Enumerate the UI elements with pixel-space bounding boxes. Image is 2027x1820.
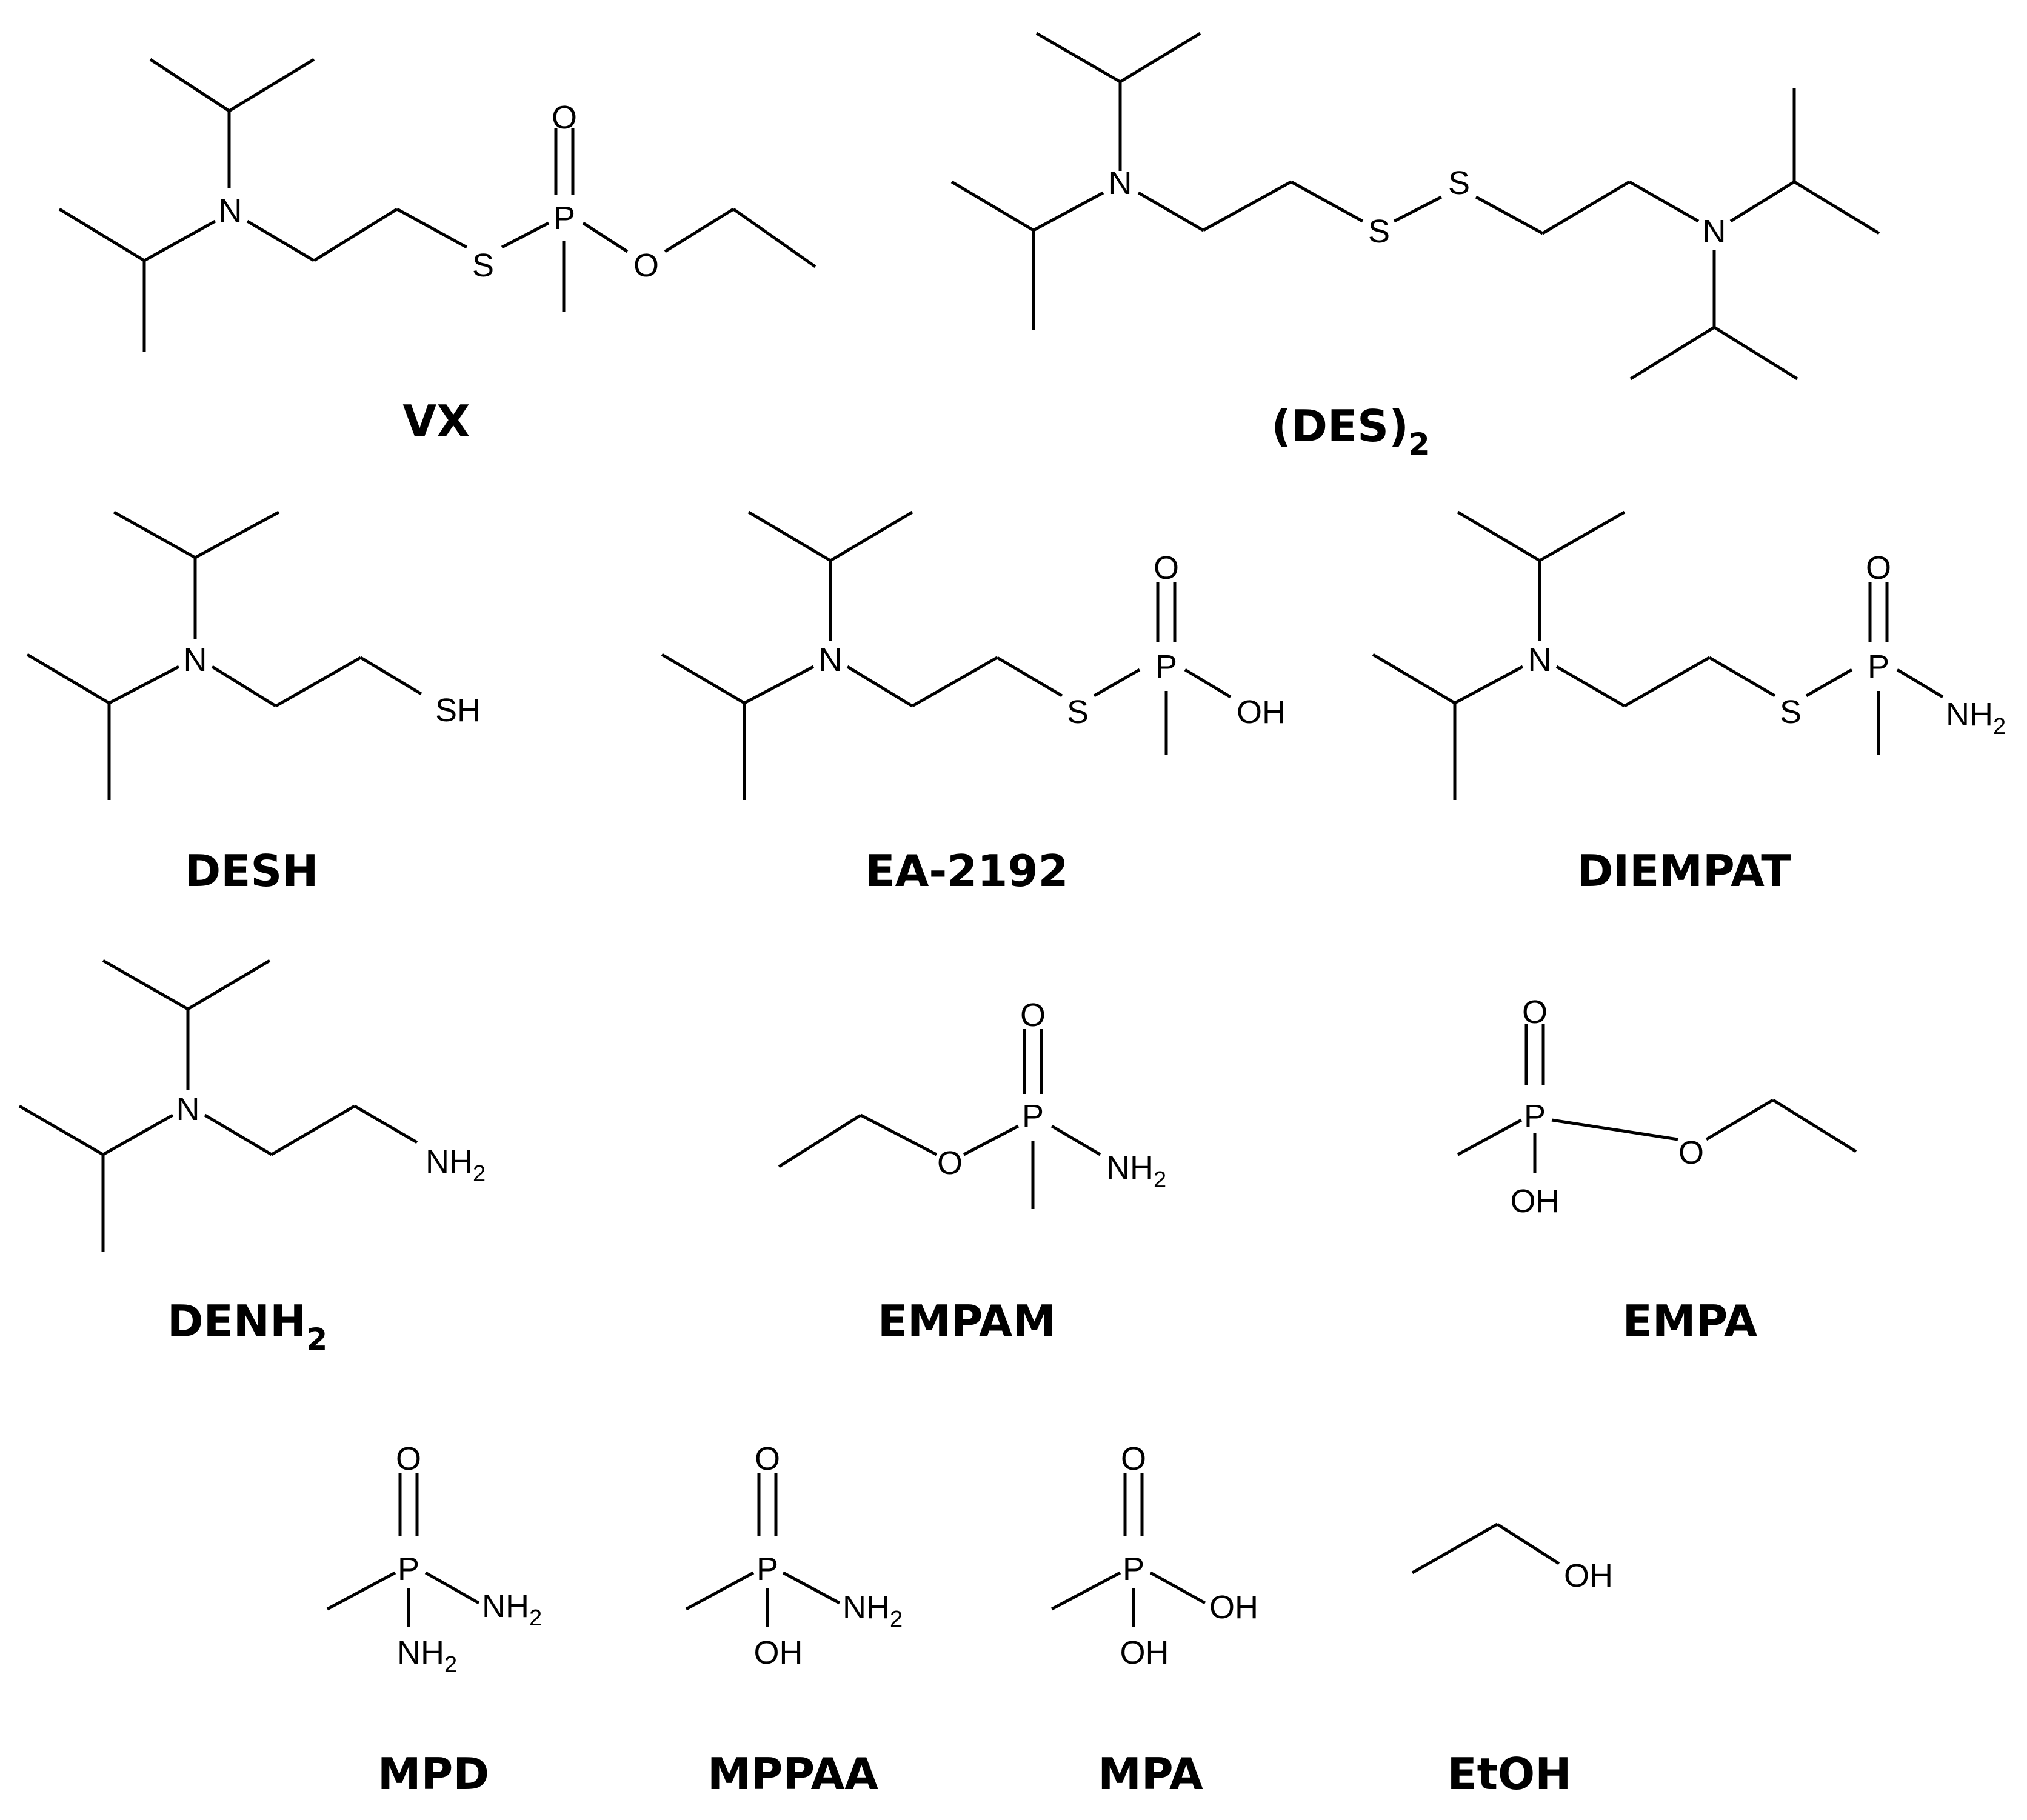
compound-mpa: P O OH OH MPA <box>1050 1441 1258 1799</box>
atom-label: OH <box>1564 1558 1613 1594</box>
atom-label: N <box>1109 165 1132 201</box>
atom-label: S <box>1780 694 1802 730</box>
atom-label: S <box>1067 694 1089 730</box>
atom-label: O <box>396 1441 421 1477</box>
atom-label: NH2 <box>1946 696 2006 739</box>
compound-ea2192: N S P O OH EA-2192 <box>661 510 1286 896</box>
atom-label: NH2 <box>397 1635 457 1678</box>
atom-label: O <box>552 99 577 136</box>
atom-label: P <box>1155 648 1177 685</box>
atom-label: O <box>1121 1441 1146 1477</box>
atom-label: O <box>1866 550 1891 586</box>
atom-label: NH2 <box>1106 1150 1166 1193</box>
atom-label: S <box>1448 165 1470 201</box>
atom-label: SH <box>435 692 481 728</box>
atom-label: OH <box>1511 1183 1560 1219</box>
compound-vx: N S P O O VX <box>58 58 816 447</box>
atom-label: O <box>1678 1135 1704 1171</box>
compound-name-mppaa: MPPAA <box>707 1748 878 1799</box>
atom-label: O <box>633 247 659 284</box>
atom-label: P <box>756 1551 778 1587</box>
compound-desh: N SH DESH <box>26 510 481 896</box>
compound-des2: N S S N (DES)2 <box>950 32 1880 462</box>
compound-mpd: P O NH2 NH2 MPD <box>326 1441 542 1799</box>
compound-diempat: N S P O NH2 DIEMPAT <box>1372 510 2006 896</box>
compound-name-diempat: DIEMPAT <box>1577 845 1791 896</box>
atom-label: O <box>1154 550 1179 586</box>
compound-name-mpd: MPD <box>378 1748 489 1799</box>
compound-name-empam: EMPAM <box>878 1296 1056 1347</box>
atom-label: O <box>1020 997 1046 1033</box>
compound-name-etoh: EtOH <box>1447 1748 1571 1799</box>
compound-name-vx: VX <box>402 396 470 447</box>
compound-name-des2: (DES)2 <box>1271 401 1429 462</box>
atom-label: O <box>937 1145 963 1181</box>
atom-label: N <box>176 1091 200 1127</box>
atom-label: N <box>184 642 207 678</box>
compound-empam: O P O NH2 EMPAM <box>778 997 1166 1347</box>
compound-denh2: N NH2 DENH2 <box>18 959 486 1357</box>
atom-label: P <box>1022 1098 1044 1135</box>
compound-name-mpa: MPA <box>1098 1748 1203 1799</box>
compound-name-desh: DESH <box>184 845 318 896</box>
atom-label: N <box>1528 642 1552 678</box>
atom-label: P <box>1123 1551 1144 1587</box>
compound-name-empa: EMPA <box>1623 1296 1758 1347</box>
compound-empa: P O O OH EMPA <box>1457 994 1857 1347</box>
atom-label: P <box>553 200 575 236</box>
atom-label: S <box>472 247 494 284</box>
atom-label: OH <box>1237 694 1286 730</box>
atom-label: NH2 <box>843 1589 903 1632</box>
atom-label: NH2 <box>482 1588 542 1631</box>
compound-name-denh2: DENH2 <box>167 1296 327 1357</box>
compound-mppaa: P O NH2 OH MPPAA <box>685 1441 903 1799</box>
atom-label: N <box>219 193 242 229</box>
atom-label: S <box>1368 213 1390 250</box>
atom-label: OH <box>1209 1589 1258 1625</box>
atom-label: OH <box>1120 1635 1169 1671</box>
atom-label: O <box>1522 994 1548 1030</box>
atom-label: O <box>755 1441 780 1477</box>
atom-label: P <box>1868 648 1889 685</box>
compound-name-ea2192: EA-2192 <box>865 845 1068 896</box>
atom-label: P <box>1524 1098 1546 1135</box>
atom-label: N <box>1703 213 1726 250</box>
atom-label: NH2 <box>426 1144 486 1187</box>
atom-label: P <box>398 1551 419 1587</box>
atom-label: OH <box>754 1635 803 1671</box>
atom-label: N <box>819 642 843 678</box>
compound-etoh: OH EtOH <box>1411 1522 1613 1799</box>
